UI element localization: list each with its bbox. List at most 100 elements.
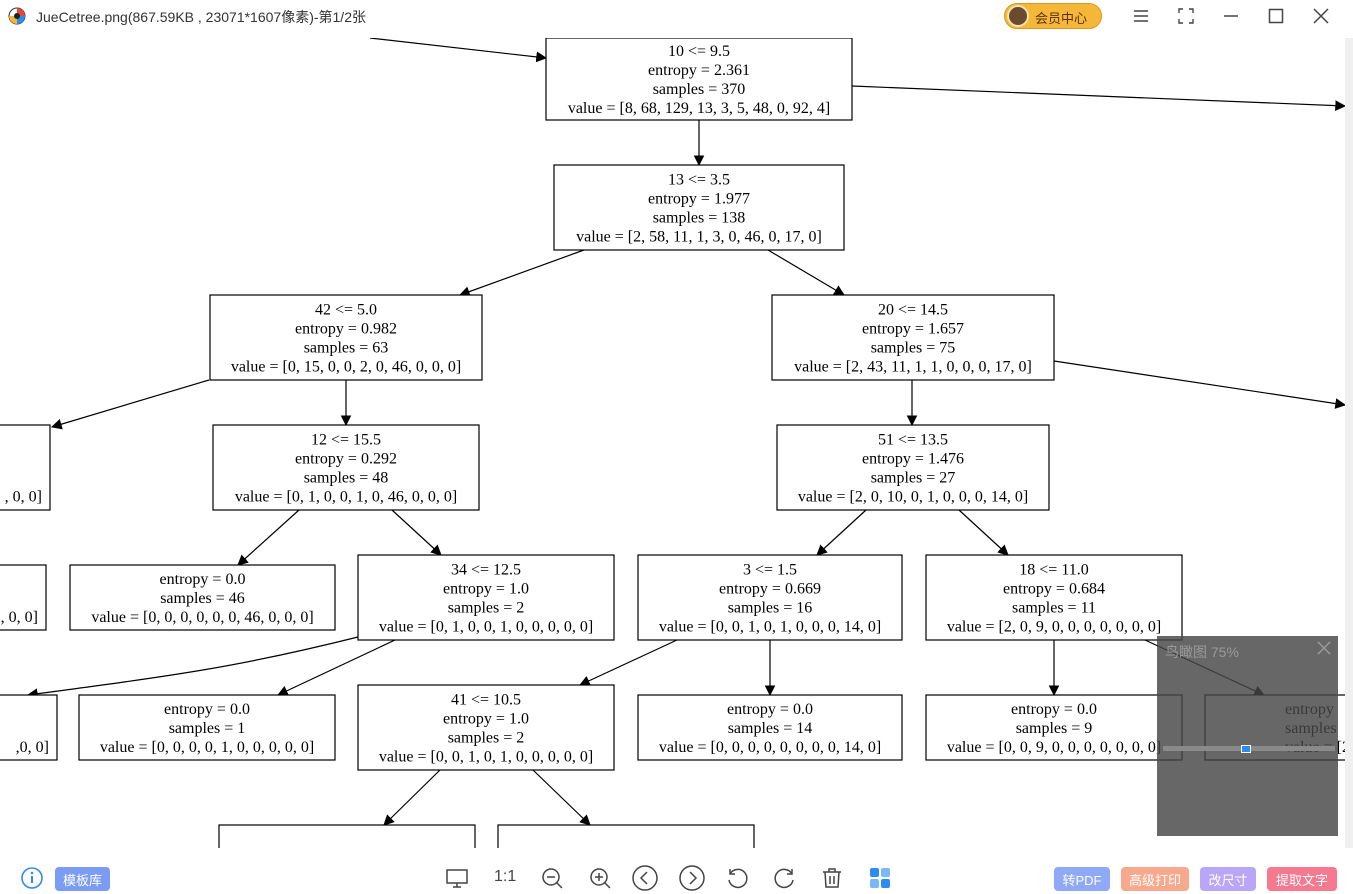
tree-node-label: samples = 1 (169, 720, 246, 737)
info-icon (21, 867, 43, 889)
tree-node-label: value = [0, 0, 1, 0, 1, 0, 0, 0, 0, 0] (379, 749, 593, 766)
grid-view-button[interactable] (866, 864, 894, 892)
tree-node-label: entropy = 1.476 (862, 451, 964, 468)
tree-node-label: 51 <= 13.5 (878, 432, 948, 449)
tree-node-label: value = [2, 58, 11, 1, 3, 0, 46, 0, 17, … (576, 229, 822, 246)
tree-node-label: entropy = 1.0 (443, 581, 529, 598)
tree-node-label: entropy = 1.0 (443, 711, 529, 728)
resize-button[interactable]: 改尺寸 (1200, 867, 1256, 891)
close-button[interactable] (1301, 0, 1341, 32)
tree-edge (277, 639, 396, 696)
tree-node-label: samples = 2 (448, 600, 525, 617)
actual-size-button[interactable]: 1:1 (494, 868, 517, 885)
tree-node-box (0, 564, 47, 631)
extract-text-button[interactable]: 提取文字 (1267, 867, 1337, 891)
templates-button[interactable]: 模板库 (55, 867, 110, 891)
tree-node-box (218, 824, 476, 848)
tree-node-label: samples = 2 (448, 730, 525, 747)
minimize-button[interactable] (1211, 0, 1251, 32)
tree-node-label: , 0, 0] (1, 609, 38, 626)
tree-node-label: samples = 27 (871, 470, 956, 487)
tree-node-label: value = [0, 1, 0, 0, 1, 0, 0, 0, 0, 0] (379, 619, 593, 636)
tree-node-label: 13 <= 3.5 (668, 172, 730, 189)
rotate-right-icon (774, 868, 794, 889)
vip-center-button[interactable]: 会员中心 (1004, 3, 1102, 29)
tree-node-box (637, 694, 903, 761)
tree-node-label: entropy = 0.0 (727, 701, 813, 718)
tree-node-box (925, 554, 1183, 641)
tree-node-label: entropy = 0.0 (160, 571, 246, 588)
fullscreen-button[interactable] (1166, 0, 1206, 32)
tree-node-label: samples = 46 (160, 590, 245, 607)
tree-edge (26, 636, 359, 700)
title-bar: JueCetree.png(867.59KB , 23071*1607像素)-第… (0, 0, 1353, 32)
tree-node: , 0, 0] (0, 424, 51, 511)
tree-node: entropy = 0.0 (497, 824, 755, 848)
next-image-button[interactable] (678, 864, 706, 892)
zoom-out-icon (542, 868, 563, 889)
previous-image-button[interactable] (631, 864, 659, 892)
navigator-panel[interactable]: 鸟瞰图 75% (1157, 636, 1338, 836)
tree-node-label: samples = 11 (1012, 600, 1096, 617)
tree-edge (579, 639, 678, 686)
tree-node: entropy = 0.0 (218, 824, 476, 848)
info-button[interactable] (18, 864, 46, 892)
tree-node-label: samples = 14 (728, 720, 813, 737)
app-logo-icon (8, 7, 26, 25)
tree-node-label: samples = 75 (871, 340, 956, 357)
tree-node-label: samples = 138 (653, 210, 746, 227)
delete-button[interactable] (818, 864, 846, 892)
tree-node-label: samples = 16 (728, 600, 813, 617)
tree-node-label: value = [2, 43, 11, 1, 1, 0, 0, 0, 17, 0… (794, 359, 1032, 376)
tree-edge (816, 509, 867, 556)
tree-node-label: samples = 370 (653, 81, 746, 98)
menu-button[interactable] (1121, 0, 1161, 32)
minimize-icon (1224, 15, 1238, 17)
navigator-viewport[interactable] (1241, 745, 1251, 753)
zoom-out-button[interactable] (538, 864, 566, 892)
tree-node-label: entropy = 1.657 (862, 321, 964, 338)
tree-node-box (497, 824, 755, 848)
fit-screen-button[interactable] (443, 864, 471, 892)
tree-node-label: entropy = 2.361 (648, 62, 750, 79)
convert-pdf-button[interactable]: 转PDF (1054, 867, 1110, 891)
tree-node: 51 <= 13.5 entropy = 1.476 samples = 27 val… (776, 424, 1050, 511)
tree-edge (391, 509, 442, 556)
rotate-right-button[interactable] (771, 864, 799, 892)
zoom-in-button[interactable] (586, 864, 614, 892)
tree-node-box (553, 164, 845, 251)
close-icon (1313, 8, 1329, 24)
tree-edge (50, 379, 210, 430)
maximize-button[interactable] (1256, 0, 1296, 32)
tree-node-label: value = [0, 15, 0, 0, 2, 0, 46, 0, 0, 0] (231, 359, 461, 376)
vertical-scrollbar[interactable] (1345, 38, 1353, 848)
tree-edge (532, 769, 591, 826)
vip-avatar-icon (1007, 5, 1029, 27)
rotate-left-button[interactable] (723, 864, 751, 892)
navigator-close-icon[interactable] (1316, 640, 1332, 656)
advanced-print-button[interactable]: 高级打印 (1121, 867, 1189, 891)
tree-node-label: entropy = 0.982 (295, 321, 397, 338)
tree-node-label: value = [2, 0, 10, 0, 1, 0, 0, 0, 14, 0] (798, 489, 1028, 506)
tree-edge (237, 509, 300, 566)
tree-node-label: value = [0, 0, 9, 0, 0, 0, 0, 0, 0, 0] (947, 739, 1161, 756)
tree-edge (1053, 360, 1345, 409)
tree-node-box (925, 694, 1183, 761)
fullscreen-icon (1178, 8, 1194, 24)
vip-center-label: 会员中心 (1035, 11, 1088, 26)
tree-edge (767, 249, 845, 296)
tree-node-box (357, 554, 615, 641)
tree-node-box (776, 424, 1050, 511)
tree-node-box (637, 554, 903, 641)
tree-node-label: entropy = 0.0 (164, 701, 250, 718)
